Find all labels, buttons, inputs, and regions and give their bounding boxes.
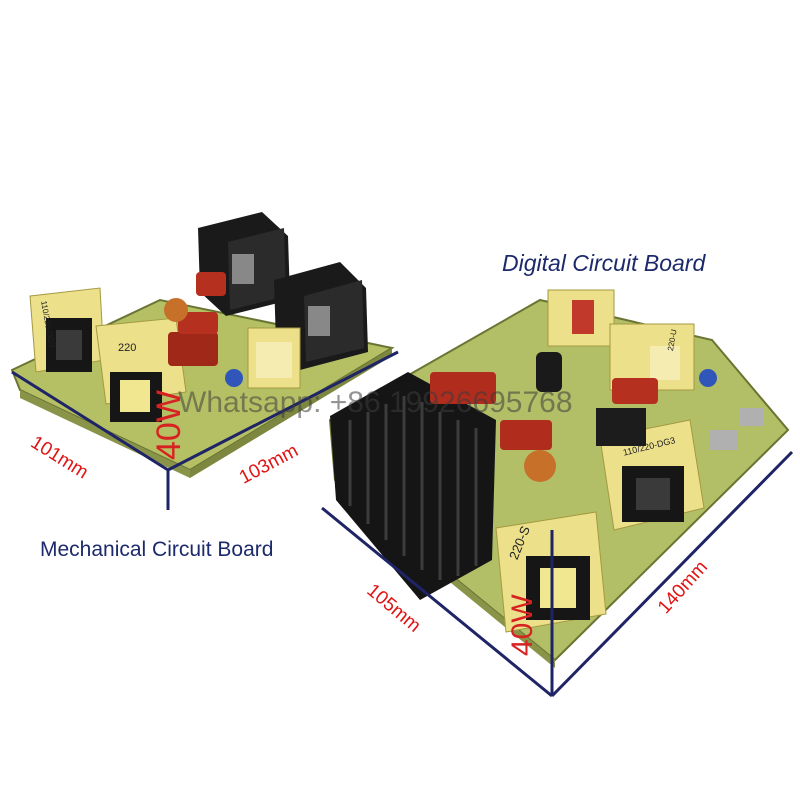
mech-power-mark: 40W bbox=[150, 390, 188, 460]
caption-mechanical-circuit-board: Mechanical Circuit Board bbox=[40, 538, 274, 561]
dig-terminal bbox=[740, 408, 764, 426]
dig-inductor bbox=[524, 450, 556, 482]
mech-film-capacitor bbox=[196, 272, 226, 296]
mechanical-circuit-board: 40W bbox=[10, 212, 399, 510]
dig-film-capacitor bbox=[500, 420, 552, 450]
dig-dimension-lines bbox=[321, 450, 794, 698]
mech-film-capacitor bbox=[168, 332, 218, 366]
mech-film-capacitor bbox=[178, 312, 218, 334]
dig-terminal bbox=[710, 430, 738, 450]
digital-circuit-board: 40W bbox=[321, 289, 794, 698]
mech-transformer bbox=[247, 327, 301, 389]
mech-inductor bbox=[164, 298, 188, 322]
mech-dimension-lines bbox=[11, 350, 399, 510]
dig-film-capacitor bbox=[612, 378, 658, 404]
watermark: Whatsapp: +86 19926695768 bbox=[178, 386, 573, 419]
mech-transformer bbox=[29, 287, 105, 373]
mech-heatsink bbox=[274, 262, 368, 370]
dig-relay bbox=[596, 408, 646, 446]
dig-transformer bbox=[547, 289, 615, 347]
dig-heatsink bbox=[330, 372, 496, 600]
mech-transformer bbox=[95, 317, 187, 422]
dig-electrolytic-capacitor bbox=[536, 352, 562, 392]
mech-blue-capacitor bbox=[225, 369, 243, 387]
caption-digital-circuit-board: Digital Circuit Board bbox=[502, 250, 706, 276]
dig-power-mark: 40W bbox=[506, 594, 539, 656]
mech-transformer-label-b: 220 bbox=[118, 342, 137, 354]
dig-transformer bbox=[599, 419, 705, 531]
dig-blue-capacitor bbox=[699, 369, 717, 387]
dig-film-capacitor bbox=[430, 372, 496, 404]
